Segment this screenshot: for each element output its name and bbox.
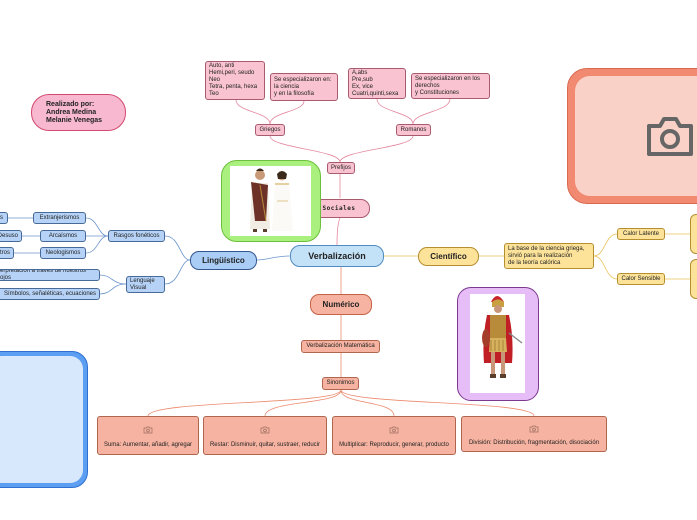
cientifico-base-node[interactable]: La base de la ciencia griega, sirvió par… bbox=[504, 243, 594, 269]
calor-latente-detail[interactable] bbox=[690, 214, 697, 254]
romanos-node[interactable]: Romanos bbox=[396, 124, 431, 136]
author-name-1: Andrea Medina bbox=[46, 108, 97, 116]
prefijos-node[interactable]: Prefijos bbox=[327, 162, 355, 174]
camera-icon bbox=[143, 426, 153, 434]
arcaismos-node[interactable]: Arcaísmos bbox=[40, 230, 86, 242]
calor-sensible-node[interactable]: Calor Sensible bbox=[617, 273, 665, 285]
resta-label: Restar: Disminuir, quitar, sustraer, red… bbox=[209, 442, 321, 448]
resta-node[interactable]: Restar: Disminuir, quitar, sustraer, red… bbox=[203, 416, 327, 455]
extranjerismos-detail[interactable]: s bbox=[0, 212, 8, 224]
author-note: Realizado por: Andrea Medina Melanie Ven… bbox=[31, 94, 126, 131]
neologismos-node[interactable]: Neologismos bbox=[40, 247, 86, 259]
division-node[interactable]: División: Distribución, fragmentación, d… bbox=[461, 416, 607, 452]
image-placeholder-blue bbox=[0, 351, 88, 488]
sinonimos-node[interactable]: Sinonimos bbox=[322, 377, 359, 390]
multiplicar-label: Multiplicar: Reproducir, generar, produc… bbox=[339, 442, 449, 448]
author-note-title: Realizado por: bbox=[46, 100, 95, 108]
romanos-note[interactable]: Se especializaron en los derechos y Cons… bbox=[411, 73, 490, 99]
camera-icon bbox=[647, 117, 693, 156]
suma-label: Suma: Aumentar, añadir, agregar bbox=[103, 442, 193, 448]
griegos-node[interactable]: Griegos bbox=[255, 124, 285, 136]
interpretacion-node[interactable]: erpretación a través de nuestros ojos bbox=[0, 269, 100, 281]
cientifico-node[interactable]: Científico bbox=[418, 247, 479, 266]
numerico-node[interactable]: Numérico bbox=[310, 294, 372, 315]
root-node-verbalizacion[interactable]: Verbalización bbox=[290, 245, 384, 267]
author-name-2: Melanie Venegas bbox=[46, 116, 103, 124]
multiplicar-node[interactable]: Multiplicar: Reproducir, generar, produc… bbox=[332, 416, 456, 455]
calor-latente-node[interactable]: Calor Latente bbox=[617, 228, 665, 240]
neologismos-detail[interactable]: ntros bbox=[0, 247, 14, 259]
romanos-examples[interactable]: A,abs Pre,sub Ex, vice Cuatri,quinti,sex… bbox=[348, 68, 406, 99]
griegos-examples[interactable]: Auto, anti Hemi,peri, seudo Neo Tetra, p… bbox=[205, 61, 265, 100]
roman-soldier-illustration bbox=[470, 294, 525, 393]
couple-illustration bbox=[230, 166, 311, 236]
soldier-image-frame bbox=[457, 287, 539, 401]
simbolos-node[interactable]: Símbolos, señaléticas, ecuaciones bbox=[0, 288, 100, 300]
arcaismos-detail[interactable]: Desuso bbox=[0, 230, 22, 242]
griegos-note[interactable]: Se especializaron en: la ciencia y en la… bbox=[270, 73, 338, 101]
image-placeholder-salmon bbox=[567, 68, 697, 204]
verbalizacion-matematica-node[interactable]: Verbalización Matemática bbox=[301, 340, 380, 353]
camera-icon bbox=[529, 425, 539, 433]
division-label: División: Distribución, fragmentación, d… bbox=[468, 440, 600, 446]
lenguaje-visual-node[interactable]: Lenguaje Visual bbox=[126, 276, 165, 293]
extranjerismos-node[interactable]: Extranjerismos bbox=[33, 212, 86, 224]
couple-image-frame bbox=[221, 160, 321, 242]
camera-icon bbox=[260, 426, 270, 434]
rasgos-foneticos-node[interactable]: Rasgos fonéticos bbox=[108, 230, 165, 242]
camera-icon bbox=[389, 426, 399, 434]
suma-node[interactable]: Suma: Aumentar, añadir, agregar bbox=[97, 416, 199, 455]
linguistico-node[interactable]: Lingüístico bbox=[190, 251, 257, 270]
calor-sensible-detail[interactable] bbox=[690, 259, 697, 299]
